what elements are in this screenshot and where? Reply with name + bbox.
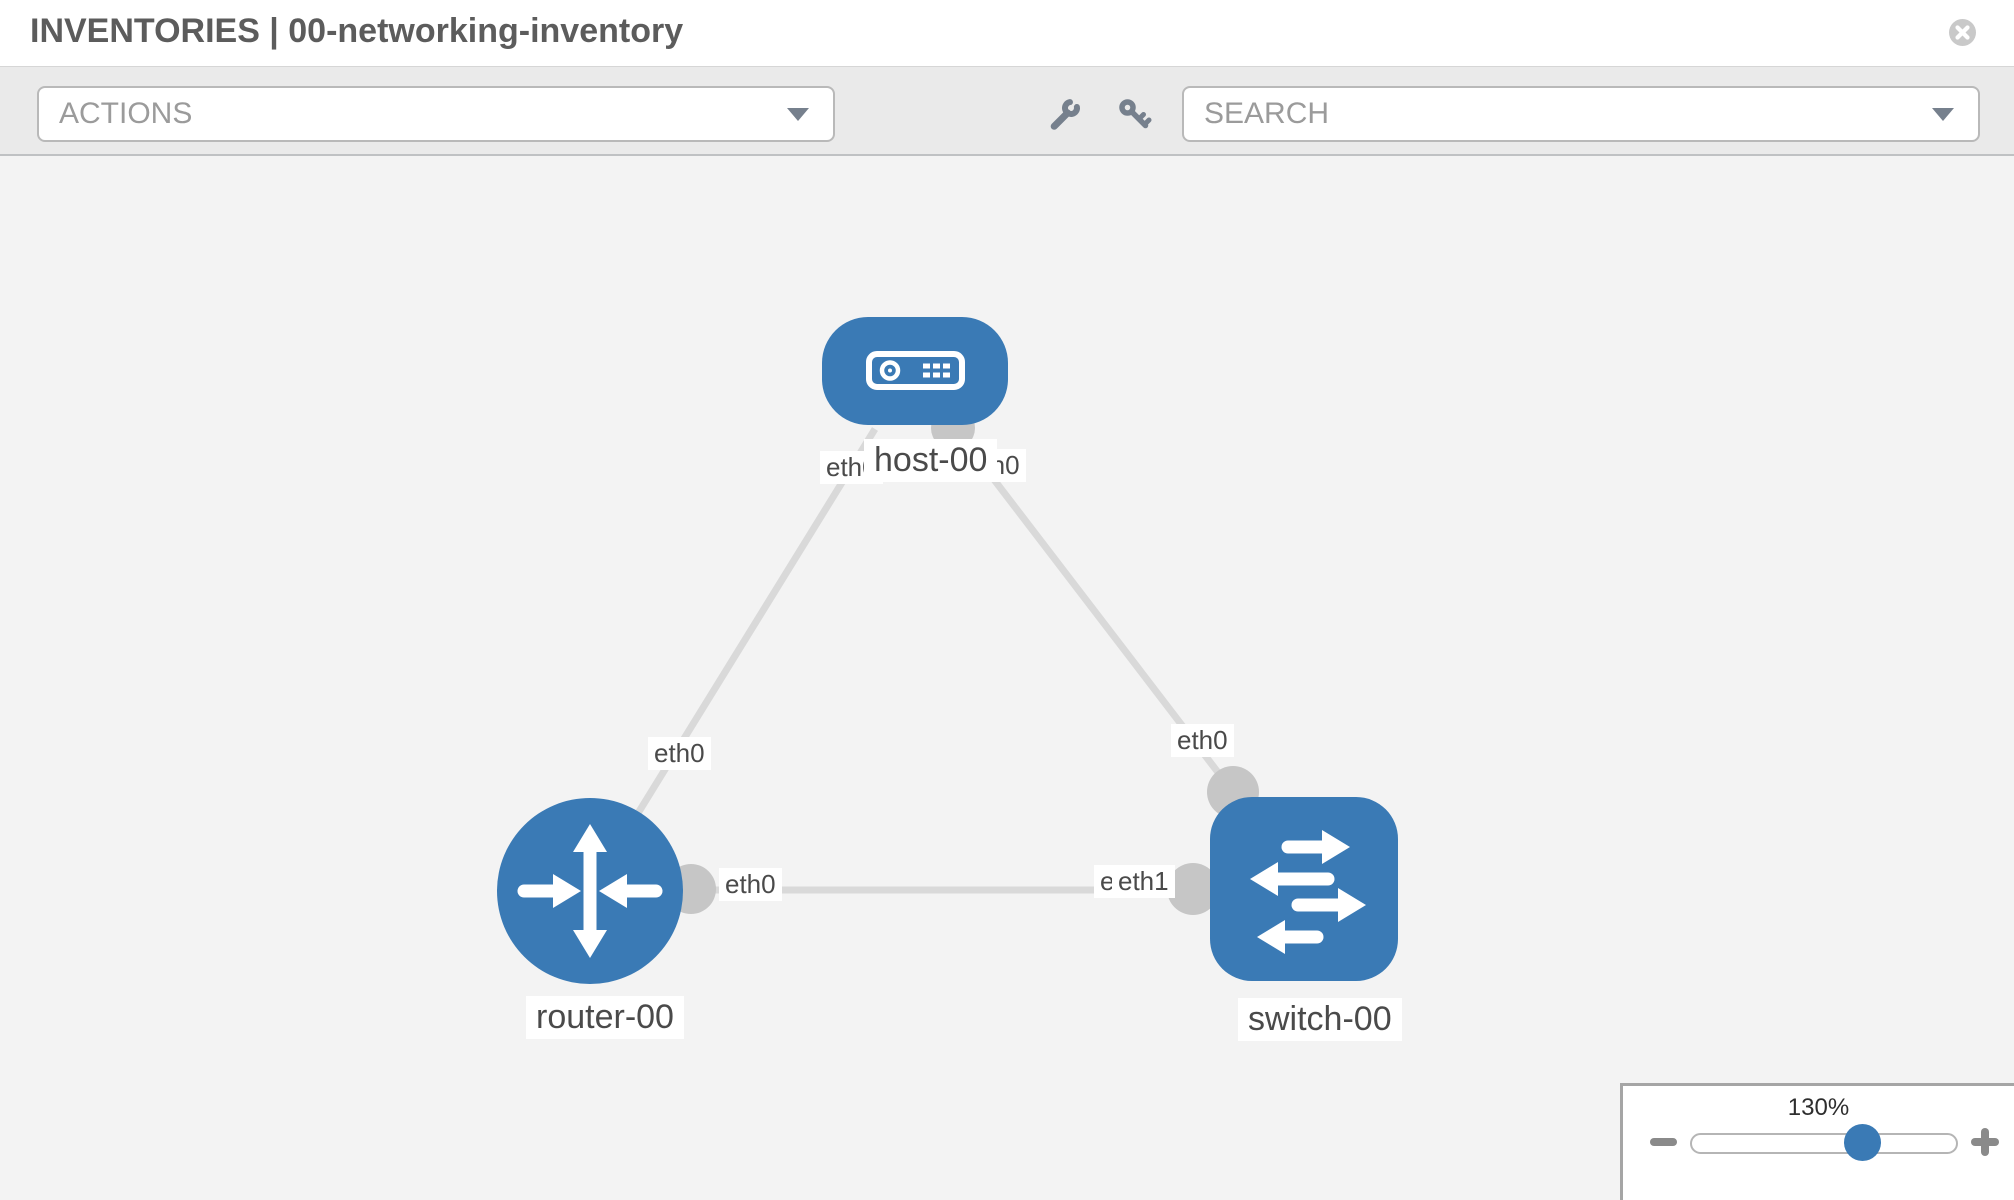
wrench-icon[interactable]: [1047, 97, 1083, 133]
node-label-host-00: host-00: [864, 439, 998, 482]
iface-label: eth0: [1171, 724, 1234, 757]
iface-label: eth1: [1112, 865, 1175, 898]
server-icon: [866, 351, 965, 390]
search-dropdown[interactable]: SEARCH: [1182, 86, 1980, 142]
zoom-slider-track[interactable]: [1690, 1133, 1958, 1154]
links: [587, 423, 1304, 894]
chevron-down-icon: [1932, 108, 1954, 121]
node-host-00[interactable]: [822, 317, 1008, 425]
node-switch-00[interactable]: [1210, 797, 1398, 981]
zoom-in-icon[interactable]: [1971, 1128, 1999, 1156]
topology-canvas[interactable]: eth0 eth0 eth0 eth0 eth0 eth0 eth1 host-…: [0, 156, 2014, 1200]
actions-dropdown-label: ACTIONS: [59, 97, 193, 130]
zoom-level: 130%: [1787, 1094, 1850, 1121]
node-label-router-00: router-00: [526, 996, 684, 1039]
iface-label: eth0: [648, 737, 711, 770]
close-icon[interactable]: [1949, 19, 1976, 46]
key-icon[interactable]: [1117, 97, 1153, 133]
search-dropdown-label: SEARCH: [1204, 97, 1330, 130]
actions-dropdown[interactable]: ACTIONS: [37, 86, 835, 142]
link-endpoints: [666, 406, 1259, 915]
switch-arrows-icon: [1250, 830, 1366, 954]
zoom-out-icon[interactable]: [1650, 1138, 1677, 1146]
chevron-down-icon: [787, 108, 809, 121]
node-label-switch-00: switch-00: [1238, 998, 1402, 1041]
iface-label: eth0: [719, 868, 782, 901]
zoom-slider-knob[interactable]: [1844, 1124, 1881, 1161]
header: INVENTORIES | 00-networking-inventory: [0, 0, 2014, 66]
page-title: INVENTORIES | 00-networking-inventory: [30, 12, 684, 50]
router-arrows-icon: [517, 824, 663, 958]
endpoint-circle: [1167, 863, 1219, 915]
zoom-panel: 130%: [1620, 1083, 2014, 1200]
node-router-00[interactable]: [497, 798, 683, 984]
toolbar: ACTIONS SEARCH: [0, 66, 2014, 156]
